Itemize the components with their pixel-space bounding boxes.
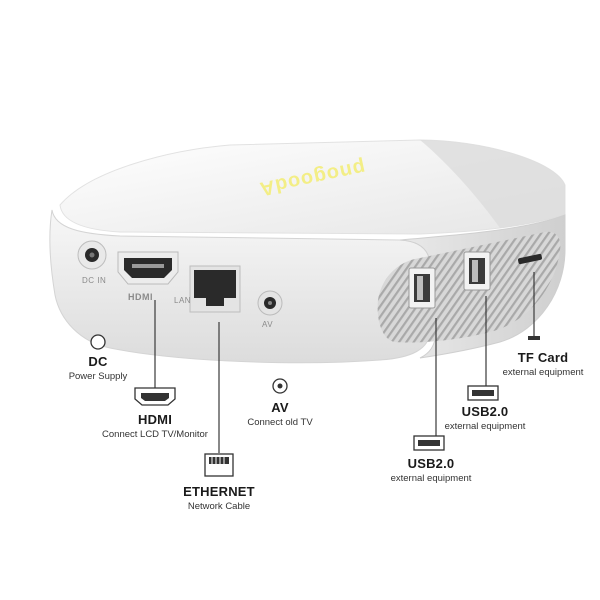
- usb-top-callout: USB2.0 external equipment: [440, 404, 530, 432]
- usb-top-title: USB2.0: [461, 404, 509, 419]
- tf-subtitle: external equipment: [502, 367, 584, 378]
- device-top-texture: [420, 140, 565, 228]
- usb-bottom-title: USB2.0: [407, 456, 455, 471]
- ethernet-icon: [204, 453, 234, 477]
- hdmi-icon: [134, 387, 176, 406]
- tf-slot: [518, 253, 542, 265]
- lan-engraving: LAN: [174, 296, 192, 305]
- callout-lines: [154, 272, 535, 453]
- av-subtitle: Connect old TV: [247, 417, 313, 428]
- ethernet-subtitle: Network Cable: [187, 501, 251, 512]
- hdmi-engraving: HDMI: [128, 292, 153, 302]
- hdmi-subtitle: Connect LCD TV/Monitor: [102, 429, 208, 440]
- usb-bottom-subtitle: external equipment: [390, 473, 472, 484]
- ethernet-title: ETHERNET: [183, 484, 255, 499]
- tf-icon: [528, 336, 540, 340]
- av-callout: AV Connect old TV: [240, 400, 320, 428]
- usb-bottom-callout: USB2.0 external equipment: [386, 456, 476, 484]
- av-title: AV: [271, 400, 289, 415]
- tf-callout: TF Card external equipment: [496, 350, 590, 378]
- av-engraving: AV: [262, 320, 274, 329]
- tf-title: TF Card: [517, 350, 569, 365]
- dc-title: DC: [88, 354, 108, 369]
- hdmi-callout: HDMI Connect LCD TV/Monitor: [95, 412, 215, 440]
- ethernet-callout: ETHERNET Network Cable: [174, 484, 264, 512]
- usb-icon-bottom: [413, 435, 445, 451]
- usb-icon-top: [467, 385, 499, 401]
- hdmi-title: HDMI: [137, 412, 173, 427]
- dc-icon: [90, 334, 106, 350]
- dc-in-engraving: DC IN: [82, 276, 107, 285]
- usb-top-subtitle: external equipment: [444, 421, 526, 432]
- dc-subtitle: Power Supply: [68, 371, 128, 382]
- dc-callout: DC Power Supply: [58, 354, 138, 382]
